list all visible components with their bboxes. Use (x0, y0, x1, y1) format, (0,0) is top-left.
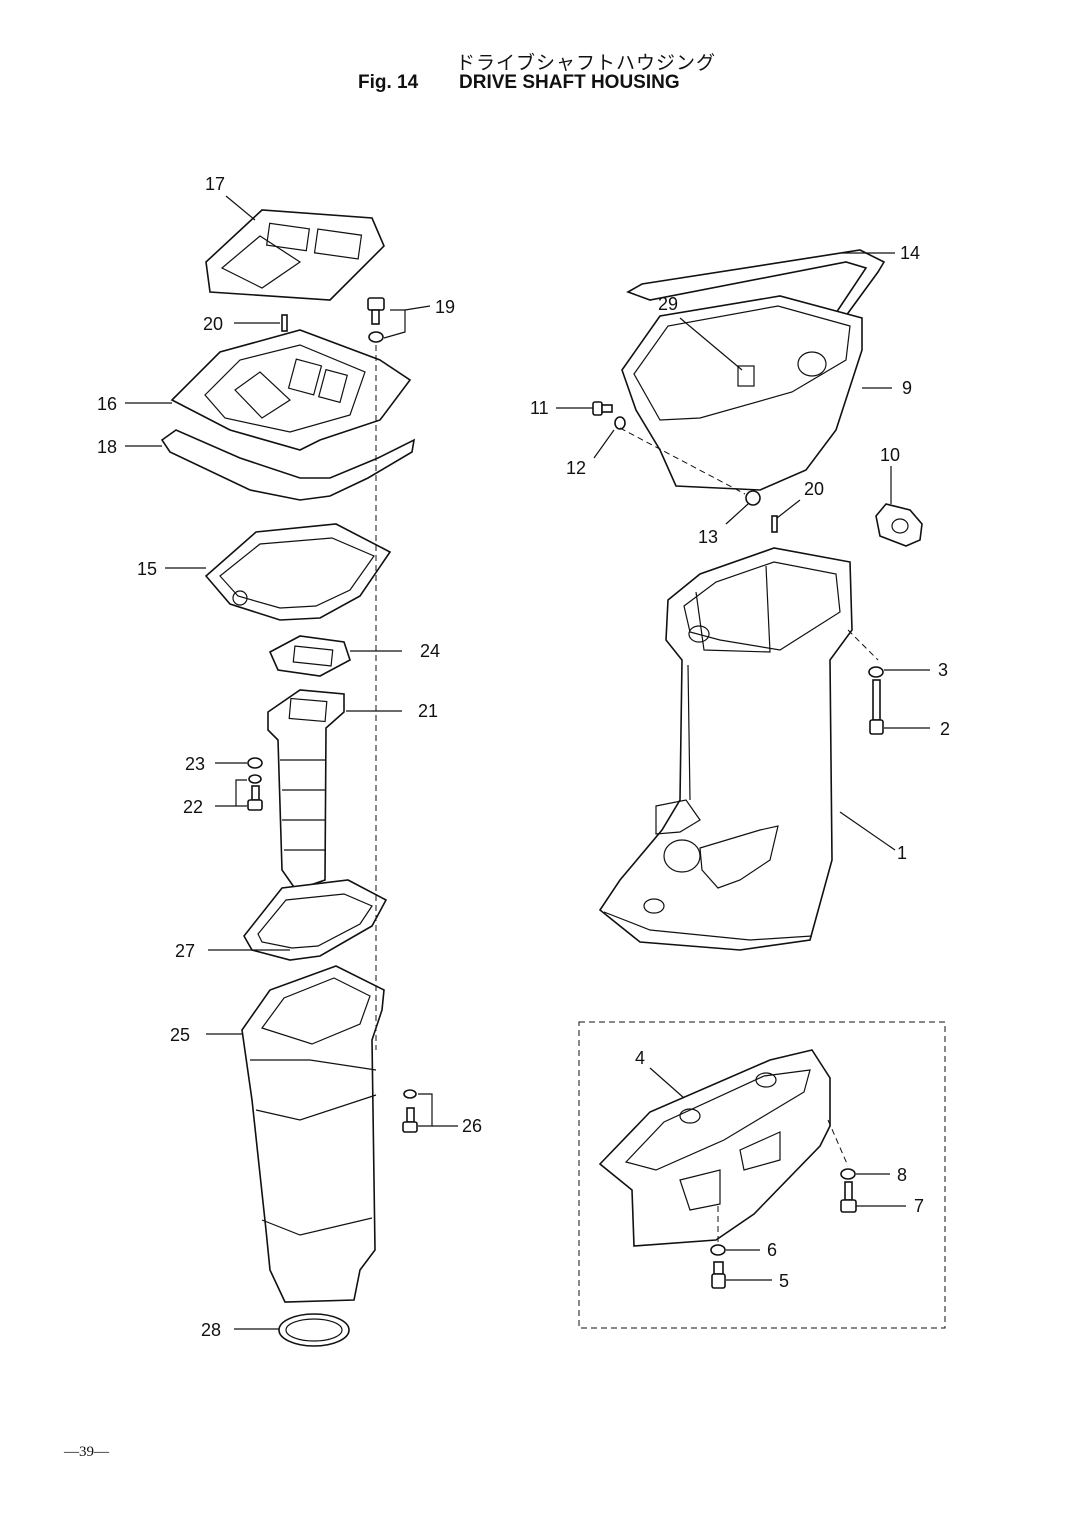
part-2-bolt (869, 679, 884, 735)
callout-4: 4 (635, 1048, 645, 1068)
part-15-gasket (204, 523, 392, 621)
title-japanese: ドライブシャフトハウジング (456, 52, 717, 74)
callout-9: 9 (902, 378, 912, 398)
part-13-nut (745, 490, 761, 506)
callout-5: 5 (779, 1271, 789, 1291)
part-20-pin (281, 314, 288, 332)
callout-21: 21 (418, 701, 438, 721)
part-22-bolt-washer (247, 774, 263, 811)
part-3-washer (868, 666, 884, 678)
part-7-bolt (840, 1181, 857, 1213)
part-19-bolt-washer (367, 297, 385, 343)
part-27-gasket (243, 879, 388, 961)
part-9-upper-cover (621, 295, 863, 491)
callout-10: 10 (880, 445, 900, 465)
part-18-seal (160, 429, 416, 501)
callout-8: 8 (897, 1165, 907, 1185)
callout-28: 28 (201, 1320, 221, 1340)
callout-23: 23 (185, 754, 205, 774)
callout-25: 25 (170, 1025, 190, 1045)
part-8-washer (840, 1168, 856, 1180)
callout-26: 26 (462, 1116, 482, 1136)
part-16-mount-plate (170, 329, 412, 451)
callout-29: 29 (658, 294, 678, 314)
part-12-washer (614, 416, 626, 430)
part-24-small-gasket (268, 635, 351, 677)
callout-24: 24 (420, 641, 440, 661)
callout-6: 6 (767, 1240, 777, 1260)
part-6-washer (710, 1244, 726, 1256)
part-5-bolt (711, 1261, 726, 1289)
callout-22: 22 (183, 797, 203, 817)
callout-19: 19 (435, 297, 455, 317)
callout-2: 2 (940, 719, 950, 739)
callout-3: 3 (938, 660, 948, 680)
part-1-drive-shaft-housing (598, 547, 853, 951)
callout-7: 7 (914, 1196, 924, 1216)
alternate-part-inset-box (578, 1021, 946, 1329)
part-17-gasket (205, 209, 385, 301)
callout-14: 14 (900, 243, 920, 263)
callout-15: 15 (137, 559, 157, 579)
part-20-pin-right (771, 515, 778, 533)
part-23-washer (247, 757, 263, 769)
part-25-silencer-housing (241, 965, 385, 1303)
callout-20-right: 20 (804, 479, 824, 499)
callout-17: 17 (205, 174, 225, 194)
part-11-bolt (592, 401, 613, 416)
title-english: DRIVE SHAFT HOUSING (459, 72, 680, 93)
callout-12: 12 (566, 458, 586, 478)
part-4-lower-cover (598, 1049, 831, 1247)
page-number: —39— (64, 1444, 109, 1460)
part-10-rubber-mount (875, 503, 923, 547)
callout-1: 1 (897, 843, 907, 863)
part-26-bolt-washer (402, 1089, 418, 1133)
callout-13: 13 (698, 527, 718, 547)
callout-27: 27 (175, 941, 195, 961)
callout-11: 11 (530, 398, 549, 418)
figure-number: Fig. 14 (358, 72, 419, 93)
part-21-exhaust-tube (267, 689, 345, 891)
part-29-grommet (737, 365, 755, 387)
callout-18: 18 (97, 437, 117, 457)
callout-20-left: 20 (203, 314, 223, 334)
callout-16: 16 (97, 394, 117, 414)
part-28-o-ring (278, 1313, 350, 1347)
